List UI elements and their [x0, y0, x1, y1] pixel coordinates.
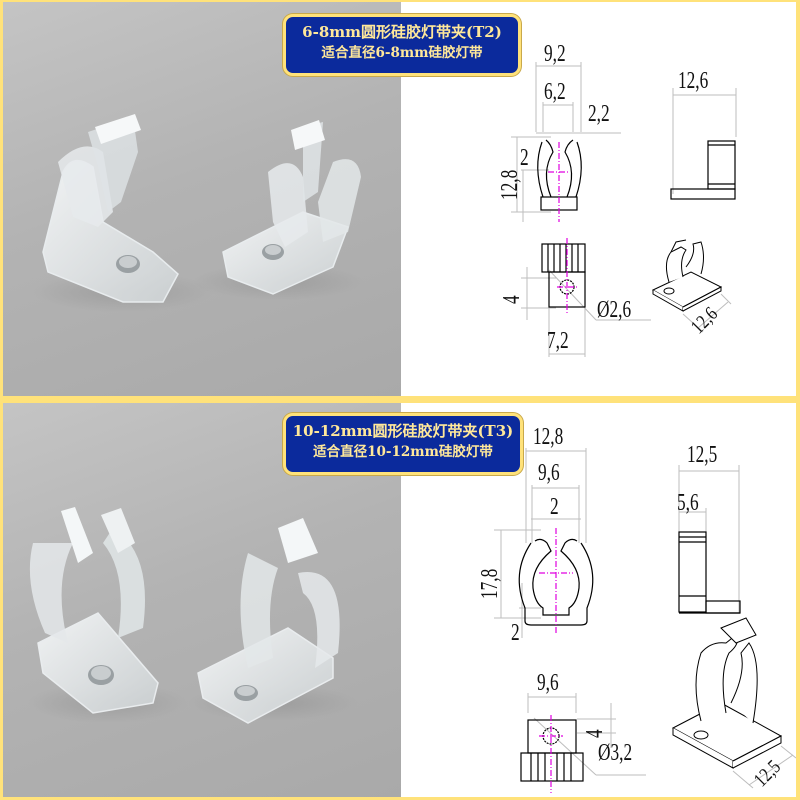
- dim-gap: 2,2: [588, 101, 610, 127]
- dim-top-width-outer: 12,8: [533, 424, 564, 450]
- dim-base-offset: 4: [499, 295, 525, 304]
- dim-base-width: 9,6: [537, 670, 559, 696]
- dim-top-width-outer: 9,2: [544, 41, 566, 67]
- dim-hole-diameter: Ø3,2: [598, 740, 633, 766]
- dim-height: 12,8: [497, 169, 523, 200]
- clip-photo-icon: [28, 507, 358, 724]
- dim-side-width: 12,6: [678, 68, 709, 94]
- dim-side-inner: 5,6: [677, 490, 699, 516]
- dim-side-width: 12,5: [687, 442, 718, 468]
- product-panel-t2: 9,2 6,2 2,2 12,8 2 12,6 4 7,2 Ø2,6 12,6 …: [3, 2, 796, 396]
- product-title-badge-t2: 6-8mm圆形硅胶灯带夹(T2) 适合直径6-8mm硅胶灯带: [283, 14, 521, 76]
- dim-base-offset: 4: [582, 729, 608, 738]
- product-title: 10-12mm圆形硅胶灯带夹(T3): [292, 422, 514, 440]
- dim-wall: 2: [520, 145, 529, 171]
- product-subtitle: 适合直径10-12mm硅胶灯带: [313, 444, 493, 460]
- clip-photo-icon: [33, 114, 363, 312]
- product-title-badge-t3: 10-12mm圆形硅胶灯带夹(T3) 适合直径10-12mm硅胶灯带: [283, 413, 523, 475]
- product-title: 6-8mm圆形硅胶灯带夹(T2): [302, 23, 502, 41]
- technical-drawing-t3: 12,8 9,6 2 17,8 2 12,5 5,6 9,6 4 Ø3,2 12…: [401, 403, 796, 797]
- dim-height: 17,8: [477, 568, 503, 599]
- dim-gap: 2: [550, 494, 559, 520]
- dim-base-width: 7,2: [547, 328, 569, 354]
- product-subtitle: 适合直径6-8mm硅胶灯带: [321, 45, 483, 61]
- dim-wall: 2: [511, 620, 520, 646]
- clip-drawing-icon: [511, 62, 737, 357]
- dim-top-width-inner: 9,6: [538, 460, 560, 486]
- product-panel-t3: 12,8 9,6 2 17,8 2 12,5 5,6 9,6 4 Ø3,2 12…: [3, 403, 796, 797]
- clip-drawing-icon: [494, 448, 796, 793]
- dim-top-width-inner: 6,2: [544, 79, 566, 105]
- dim-hole-diameter: Ø2,6: [597, 297, 632, 323]
